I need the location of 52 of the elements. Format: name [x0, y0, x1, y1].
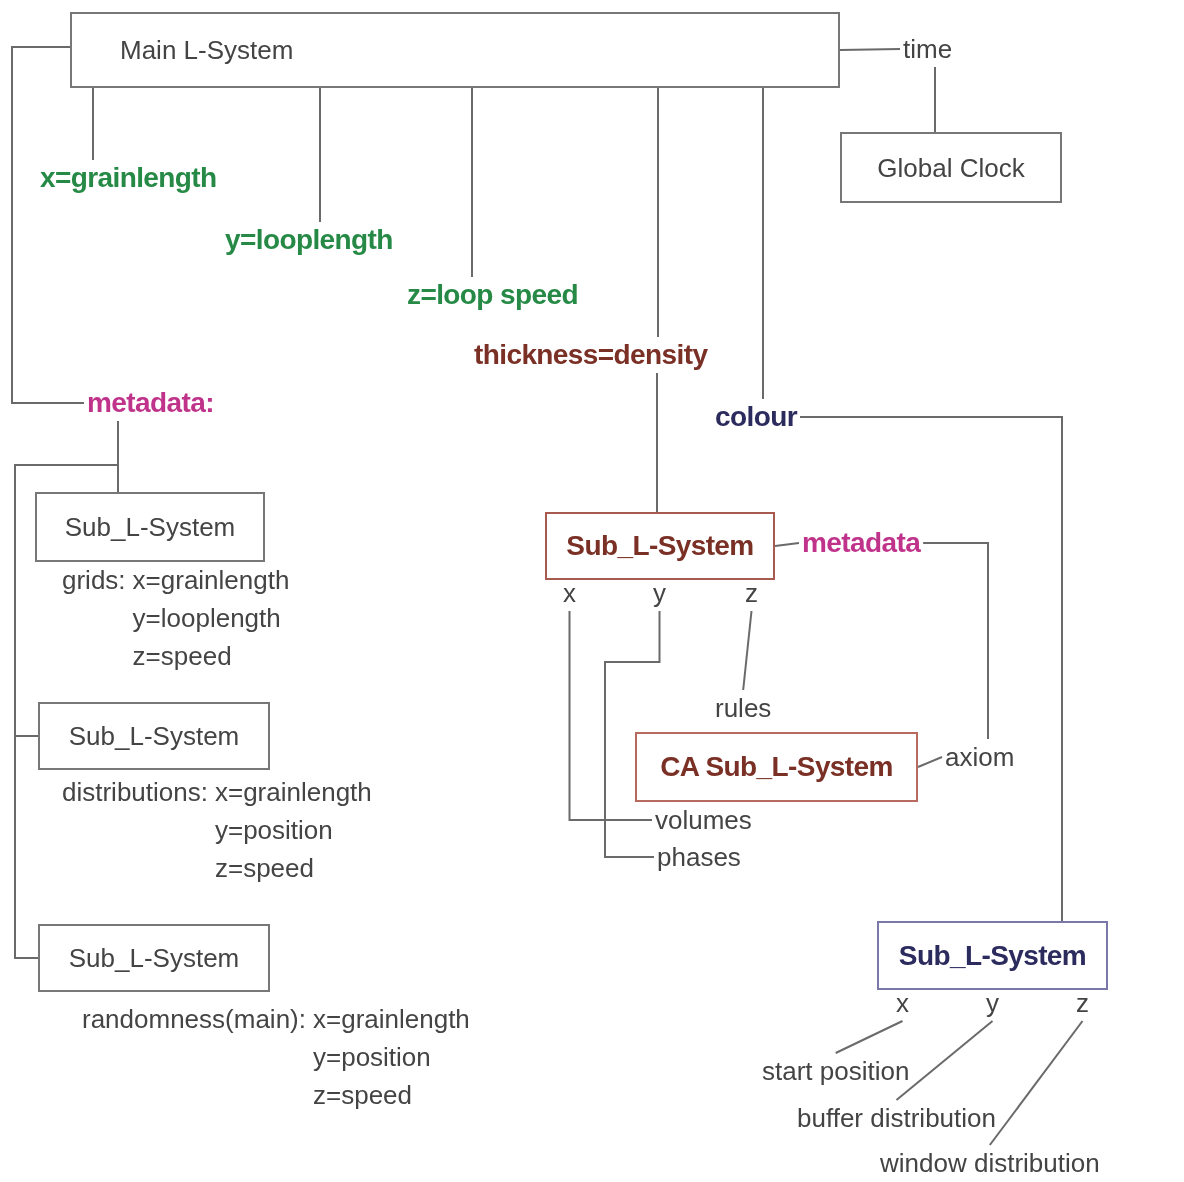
branch-label: start position: [762, 1056, 910, 1086]
mapping-label: colour: [715, 402, 797, 432]
clock-box: Global Clock: [840, 132, 1062, 203]
metadata-label: metadata:: [87, 388, 214, 418]
system-box: Sub_L-System: [38, 924, 270, 992]
axis-letter: z: [745, 578, 758, 608]
connector-line: [895, 1020, 994, 1101]
connector-line: [604, 610, 661, 858]
system-box: Sub_L-System: [545, 512, 775, 580]
connector-line: [742, 610, 753, 691]
connector-line: [798, 416, 1063, 922]
parameter-note: randomness(main): x=grainlength y=position z=speed: [82, 1003, 470, 1112]
axis-letter: z: [1076, 988, 1089, 1018]
system-box: Main L-System: [70, 12, 840, 88]
connector-line: [92, 87, 94, 161]
connector-line: [14, 420, 119, 959]
connector-line: [762, 87, 764, 400]
axis-letter: y: [986, 988, 999, 1018]
connector-line: [834, 1020, 904, 1054]
connector-line: [922, 542, 989, 740]
mapping-label: thickness=density: [474, 340, 708, 370]
system-box: Sub_L-System: [35, 492, 265, 562]
connector-line: [568, 610, 653, 821]
branch-label: volumes: [655, 805, 752, 835]
connector-line: [774, 542, 800, 547]
branch-label: time: [903, 34, 953, 64]
branch-label: buffer distribution: [797, 1103, 996, 1133]
axis-letter: x: [896, 988, 909, 1018]
mapping-label: x=grainlength: [40, 163, 217, 193]
branch-label: window distribution: [880, 1148, 1100, 1178]
system-box: Sub_L-System: [877, 921, 1108, 990]
branch-label: axiom: [945, 742, 1015, 772]
system-box: CA Sub_L-System: [635, 732, 918, 802]
axis-letter: y: [653, 578, 666, 608]
branch-label: rules: [715, 693, 772, 723]
parameter-note: distributions: x=grainlength y=position z=speed: [62, 776, 372, 885]
connector-line: [656, 372, 658, 513]
branch-label: phases: [657, 842, 741, 872]
system-box: Sub_L-System: [38, 702, 270, 770]
connector-line: [657, 87, 659, 338]
parameter-note: grids: x=grainlength y=looplength z=speed: [62, 564, 290, 673]
connector-line: [988, 1020, 1084, 1146]
connector-line: [934, 66, 936, 133]
mapping-label: y=looplength: [225, 225, 393, 255]
axis-letter: x: [563, 578, 576, 608]
metadata-label: metadata: [802, 528, 921, 558]
connector-line: [11, 46, 85, 404]
mapping-label: z=loop speed: [407, 280, 578, 310]
connector-line: [319, 87, 321, 223]
connector-line: [839, 48, 901, 51]
connector-line: [917, 756, 943, 768]
connector-line: [471, 87, 473, 278]
